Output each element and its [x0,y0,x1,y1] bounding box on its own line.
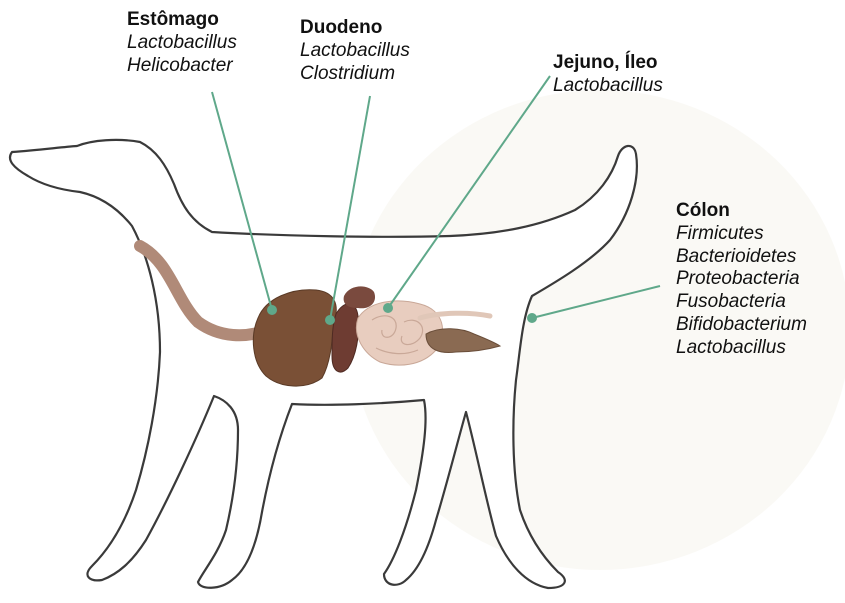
bacteria-stomach-2: Helicobacter [127,55,237,78]
bacteria-colon-3: Proteobacteria [676,268,807,291]
bacteria-stomach-1: Lactobacillus [127,32,237,55]
marker-duodenum [325,315,335,325]
label-duodenum: Duodeno Lactobacillus Clostridium [300,17,410,85]
bacteria-colon-4: Fusobacteria [676,291,807,314]
bacteria-colon-1: Firmicutes [676,223,807,246]
region-name-duodenum: Duodeno [300,17,410,40]
bacteria-colon-2: Bacterioidetes [676,246,807,269]
marker-jejunum-ileum [383,303,393,313]
label-stomach: Estômago Lactobacillus Helicobacter [127,9,237,77]
marker-stomach [267,305,277,315]
label-colon: Cólon Firmicutes Bacterioidetes Proteoba… [676,200,807,360]
label-jejunum-ileum: Jejuno, Íleo Lactobacillus [553,52,663,98]
bacteria-jejunum-ileum-1: Lactobacillus [553,75,663,98]
region-name-colon: Cólon [676,200,807,223]
bacteria-duodenum-1: Lactobacillus [300,40,410,63]
region-name-stomach: Estômago [127,9,237,32]
marker-colon [527,313,537,323]
region-name-jejunum-ileum: Jejuno, Íleo [553,52,663,75]
bacteria-duodenum-2: Clostridium [300,63,410,86]
bacteria-colon-6: Lactobacillus [676,337,807,360]
bacteria-colon-5: Bifidobacterium [676,314,807,337]
